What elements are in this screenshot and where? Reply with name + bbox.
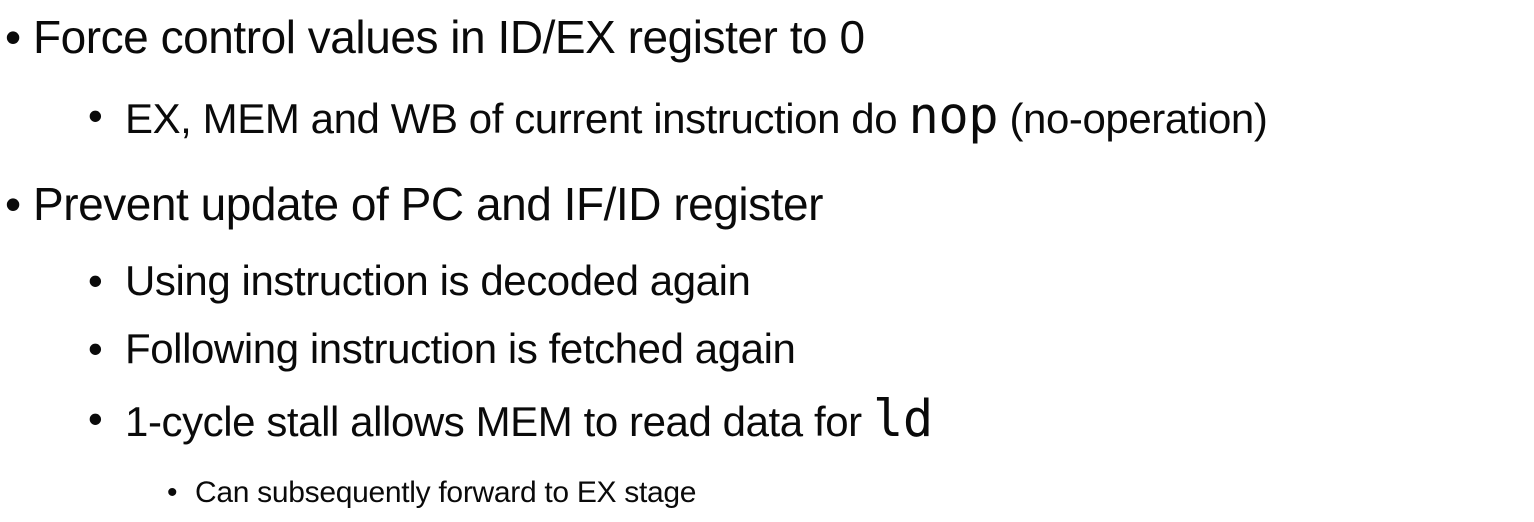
text-segment: (no-operation): [998, 95, 1268, 142]
text-content: EX, MEM and WB of current instruction do…: [125, 90, 1268, 145]
slide-content: •Force control values in ID/EX register …: [0, 8, 1534, 512]
text-segment: EX, MEM and WB of current instruction do: [125, 95, 909, 142]
bullet-icon: •: [5, 178, 22, 230]
bullet-line: •Prevent update of PC and IF/ID register: [0, 175, 1534, 233]
text-segment: Using instruction is decoded again: [125, 257, 751, 304]
text-content: 1-cycle stall allows MEM to read data fo…: [125, 393, 933, 448]
text-content: Using instruction is decoded again: [125, 255, 751, 307]
bullet-line: • EX, MEM and WB of current instruction d…: [0, 90, 1534, 145]
bullet-icon: •: [88, 325, 103, 372]
text-content: Prevent update of PC and IF/ID register: [33, 175, 823, 233]
code-text: ld: [872, 389, 933, 448]
text-content: Force control values in ID/EX register t…: [33, 8, 865, 66]
text-segment: Force control values in ID/EX register t…: [33, 11, 865, 63]
bullet-icon: •: [5, 11, 22, 63]
text-segment: Following instruction is fetched again: [125, 325, 796, 372]
bullet-icon: •: [88, 395, 103, 442]
bullet-line: • Using instruction is decoded again: [0, 255, 1534, 307]
bullet-line: • 1-cycle stall allows MEM to read data f…: [0, 393, 1534, 448]
text-content: Following instruction is fetched again: [125, 323, 796, 375]
bullet-line: • Can subsequently forward to EX stage: [0, 474, 1534, 512]
text-segment: 1-cycle stall allows MEM to read data fo…: [125, 398, 873, 445]
bullet-line: • Following instruction is fetched again: [0, 323, 1534, 375]
text-content: Can subsequently forward to EX stage: [195, 474, 696, 512]
text-segment: Can subsequently forward to EX stage: [195, 476, 697, 509]
bullet-icon: •: [88, 257, 103, 304]
bullet-icon: •: [167, 476, 178, 509]
text-segment: Prevent update of PC and IF/ID register: [33, 178, 824, 230]
bullet-line: •Force control values in ID/EX register …: [0, 8, 1534, 66]
code-text: nop: [908, 86, 999, 145]
bullet-icon: •: [88, 92, 103, 139]
